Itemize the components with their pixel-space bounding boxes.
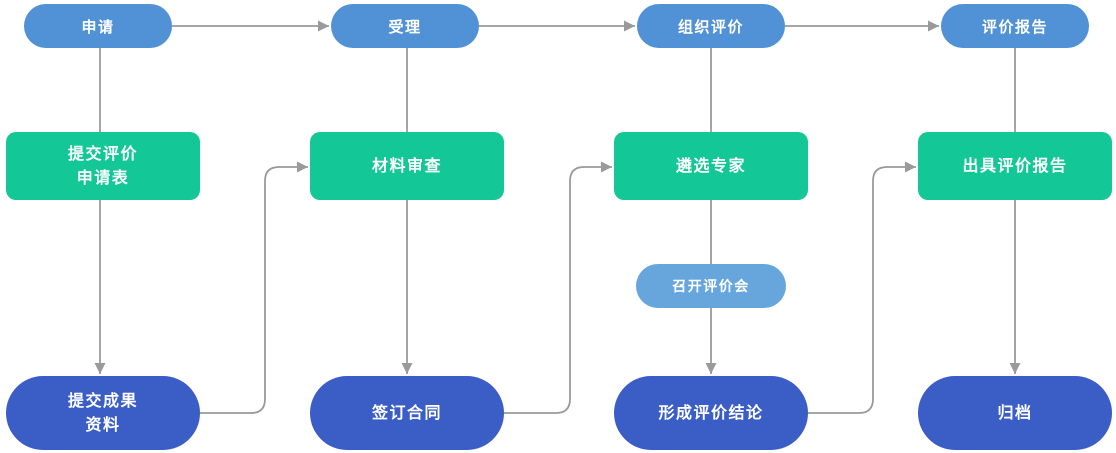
- result-archive: 归档: [918, 376, 1112, 450]
- step-hold-evaluation-meeting: 召开评价会: [636, 264, 786, 308]
- stage-organize-evaluation: 组织评价: [637, 4, 785, 48]
- edge-result2-action3: [504, 161, 612, 414]
- action-issue-evaluation-report: 出具评价报告: [918, 132, 1112, 200]
- result-form-evaluation-conclusion: 形成评价结论: [614, 376, 808, 450]
- action-submit-evaluation-application: 提交评价 申请表: [6, 132, 200, 200]
- stage-apply: 申请: [24, 4, 172, 48]
- edge-result1-action2: [200, 161, 308, 414]
- result-sign-contract: 签订合同: [310, 376, 504, 450]
- result-submit-achievement-materials: 提交成果 资料: [6, 376, 200, 450]
- action-material-review: 材料审查: [310, 132, 504, 200]
- stage-accept: 受理: [331, 4, 479, 48]
- action-select-experts: 遴选专家: [614, 132, 808, 200]
- edge-result3-action4: [808, 161, 916, 414]
- stage-evaluation-report: 评价报告: [941, 4, 1089, 48]
